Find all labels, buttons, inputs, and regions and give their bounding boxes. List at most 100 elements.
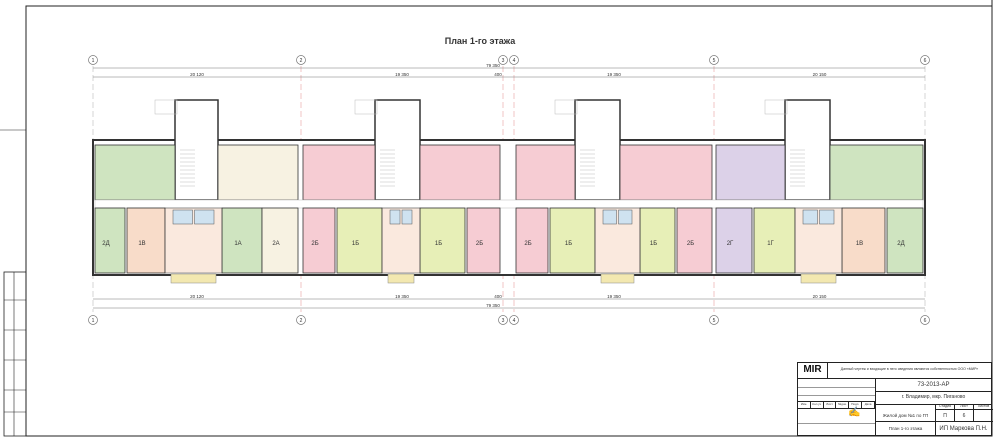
company-name: ИП Маркова П.Н. [939, 426, 988, 432]
overall-dimension: 79 350 [486, 63, 500, 68]
axis-marker [88, 55, 98, 65]
entrance-canopy [354, 99, 378, 115]
apartment-label: 1Б [650, 241, 657, 247]
segment-dimension: 19 350 [607, 72, 621, 77]
apartment-label: 2Д [897, 241, 904, 247]
axis-marker [709, 55, 719, 65]
balcony [600, 273, 635, 284]
axis-label: 3 [502, 58, 505, 64]
axis-marker [509, 315, 519, 325]
signature-icon: ✍ [848, 407, 861, 418]
apartment-room [794, 207, 843, 274]
segment-dimension: 400 [494, 72, 502, 77]
bathroom [819, 209, 835, 225]
bathroom [401, 209, 413, 225]
apartment-room [841, 207, 886, 274]
drawing-title: План 1-го этажа [445, 36, 517, 46]
apartment-label: 2Г [727, 241, 734, 247]
room [829, 144, 924, 201]
segment-dimension: 19 350 [395, 294, 409, 299]
project-code: 73-2013-АР [876, 379, 991, 392]
apartment-room [466, 207, 501, 274]
room [619, 144, 713, 201]
revision-column-header: №док. [836, 402, 850, 408]
axis-label: 1 [92, 58, 95, 64]
axis-label: 4 [513, 318, 516, 324]
apartment-room [886, 207, 924, 274]
room [302, 144, 376, 201]
segment-dimension: 20 150 [813, 294, 827, 299]
balcony [387, 273, 415, 284]
apartment-label: 2Б [687, 241, 694, 247]
apartment-label: 2Д [102, 241, 109, 247]
axis-label: 4 [513, 58, 516, 64]
axis-marker [498, 55, 508, 65]
apartment-room [549, 207, 596, 274]
apartment-label: 1Б [352, 241, 359, 247]
apartment-room [419, 207, 466, 274]
segment-dimension: 20 150 [813, 72, 827, 77]
entrance-canopy [554, 99, 578, 115]
segment-dimension: 400 [494, 294, 502, 299]
apartment-room [594, 207, 641, 274]
apartment-room [126, 207, 166, 274]
segment-dimension: 19 350 [607, 294, 621, 299]
axis-marker [709, 315, 719, 325]
axis-label: 6 [924, 318, 927, 324]
apartment-room [261, 207, 299, 274]
apartment-label: 1В [856, 241, 863, 247]
balcony [170, 273, 217, 284]
apartment-label: 1Б [565, 241, 572, 247]
apartment-label: 2Б [311, 241, 318, 247]
apartment-label: 1Б [435, 241, 442, 247]
binding-strip [0, 129, 27, 437]
axis-marker [509, 55, 519, 65]
revision-column-header: Дата [862, 402, 875, 408]
apartment-label: 2Б [476, 241, 483, 247]
apartment-room [753, 207, 796, 274]
bathroom [618, 209, 633, 225]
sheets-label: Листов [974, 404, 993, 410]
project-address: г. Владимир, мкр. Пиганово [876, 391, 991, 405]
stage-value: П [936, 410, 955, 422]
apartment-room [715, 207, 753, 274]
corridor [94, 199, 924, 209]
apartment-room [639, 207, 676, 274]
sheet-frame [25, 5, 993, 437]
bathroom [172, 209, 193, 225]
apartment-room [515, 207, 549, 274]
bathroom [602, 209, 617, 225]
stage-label: Стадия [936, 404, 955, 410]
axis-marker [920, 55, 930, 65]
axis-marker [296, 315, 306, 325]
axis-marker [296, 55, 306, 65]
axis-label: 6 [924, 58, 927, 64]
room [94, 144, 176, 201]
bathroom [194, 209, 215, 225]
sheet-label: Лист [955, 404, 974, 410]
segment-dimension: 20 120 [190, 72, 204, 77]
apartment-room [336, 207, 383, 274]
revision-column-header: Кол.уч [811, 402, 824, 408]
axis-marker [920, 315, 930, 325]
company-logo: MIR [798, 363, 828, 379]
revision-column-header: Лист [824, 402, 837, 408]
axis-marker [498, 315, 508, 325]
apartment-room [676, 207, 713, 274]
apartment-room [302, 207, 336, 274]
entrance-canopy [764, 99, 788, 115]
axis-label: 5 [713, 58, 716, 64]
title-block: MIR Данный чертеж и входящие в него свед… [797, 362, 993, 436]
room [217, 144, 299, 201]
apartment-label: 1А [234, 241, 241, 247]
sheet-value: 6 [955, 410, 974, 422]
revision-column-header: Подп. [849, 402, 863, 408]
bathroom [802, 209, 818, 225]
entrance-canopy [154, 99, 178, 115]
revision-column-header: Изм. [798, 402, 811, 408]
segment-dimension: 19 350 [395, 72, 409, 77]
axis-label: 3 [502, 318, 505, 324]
balcony [800, 273, 837, 284]
